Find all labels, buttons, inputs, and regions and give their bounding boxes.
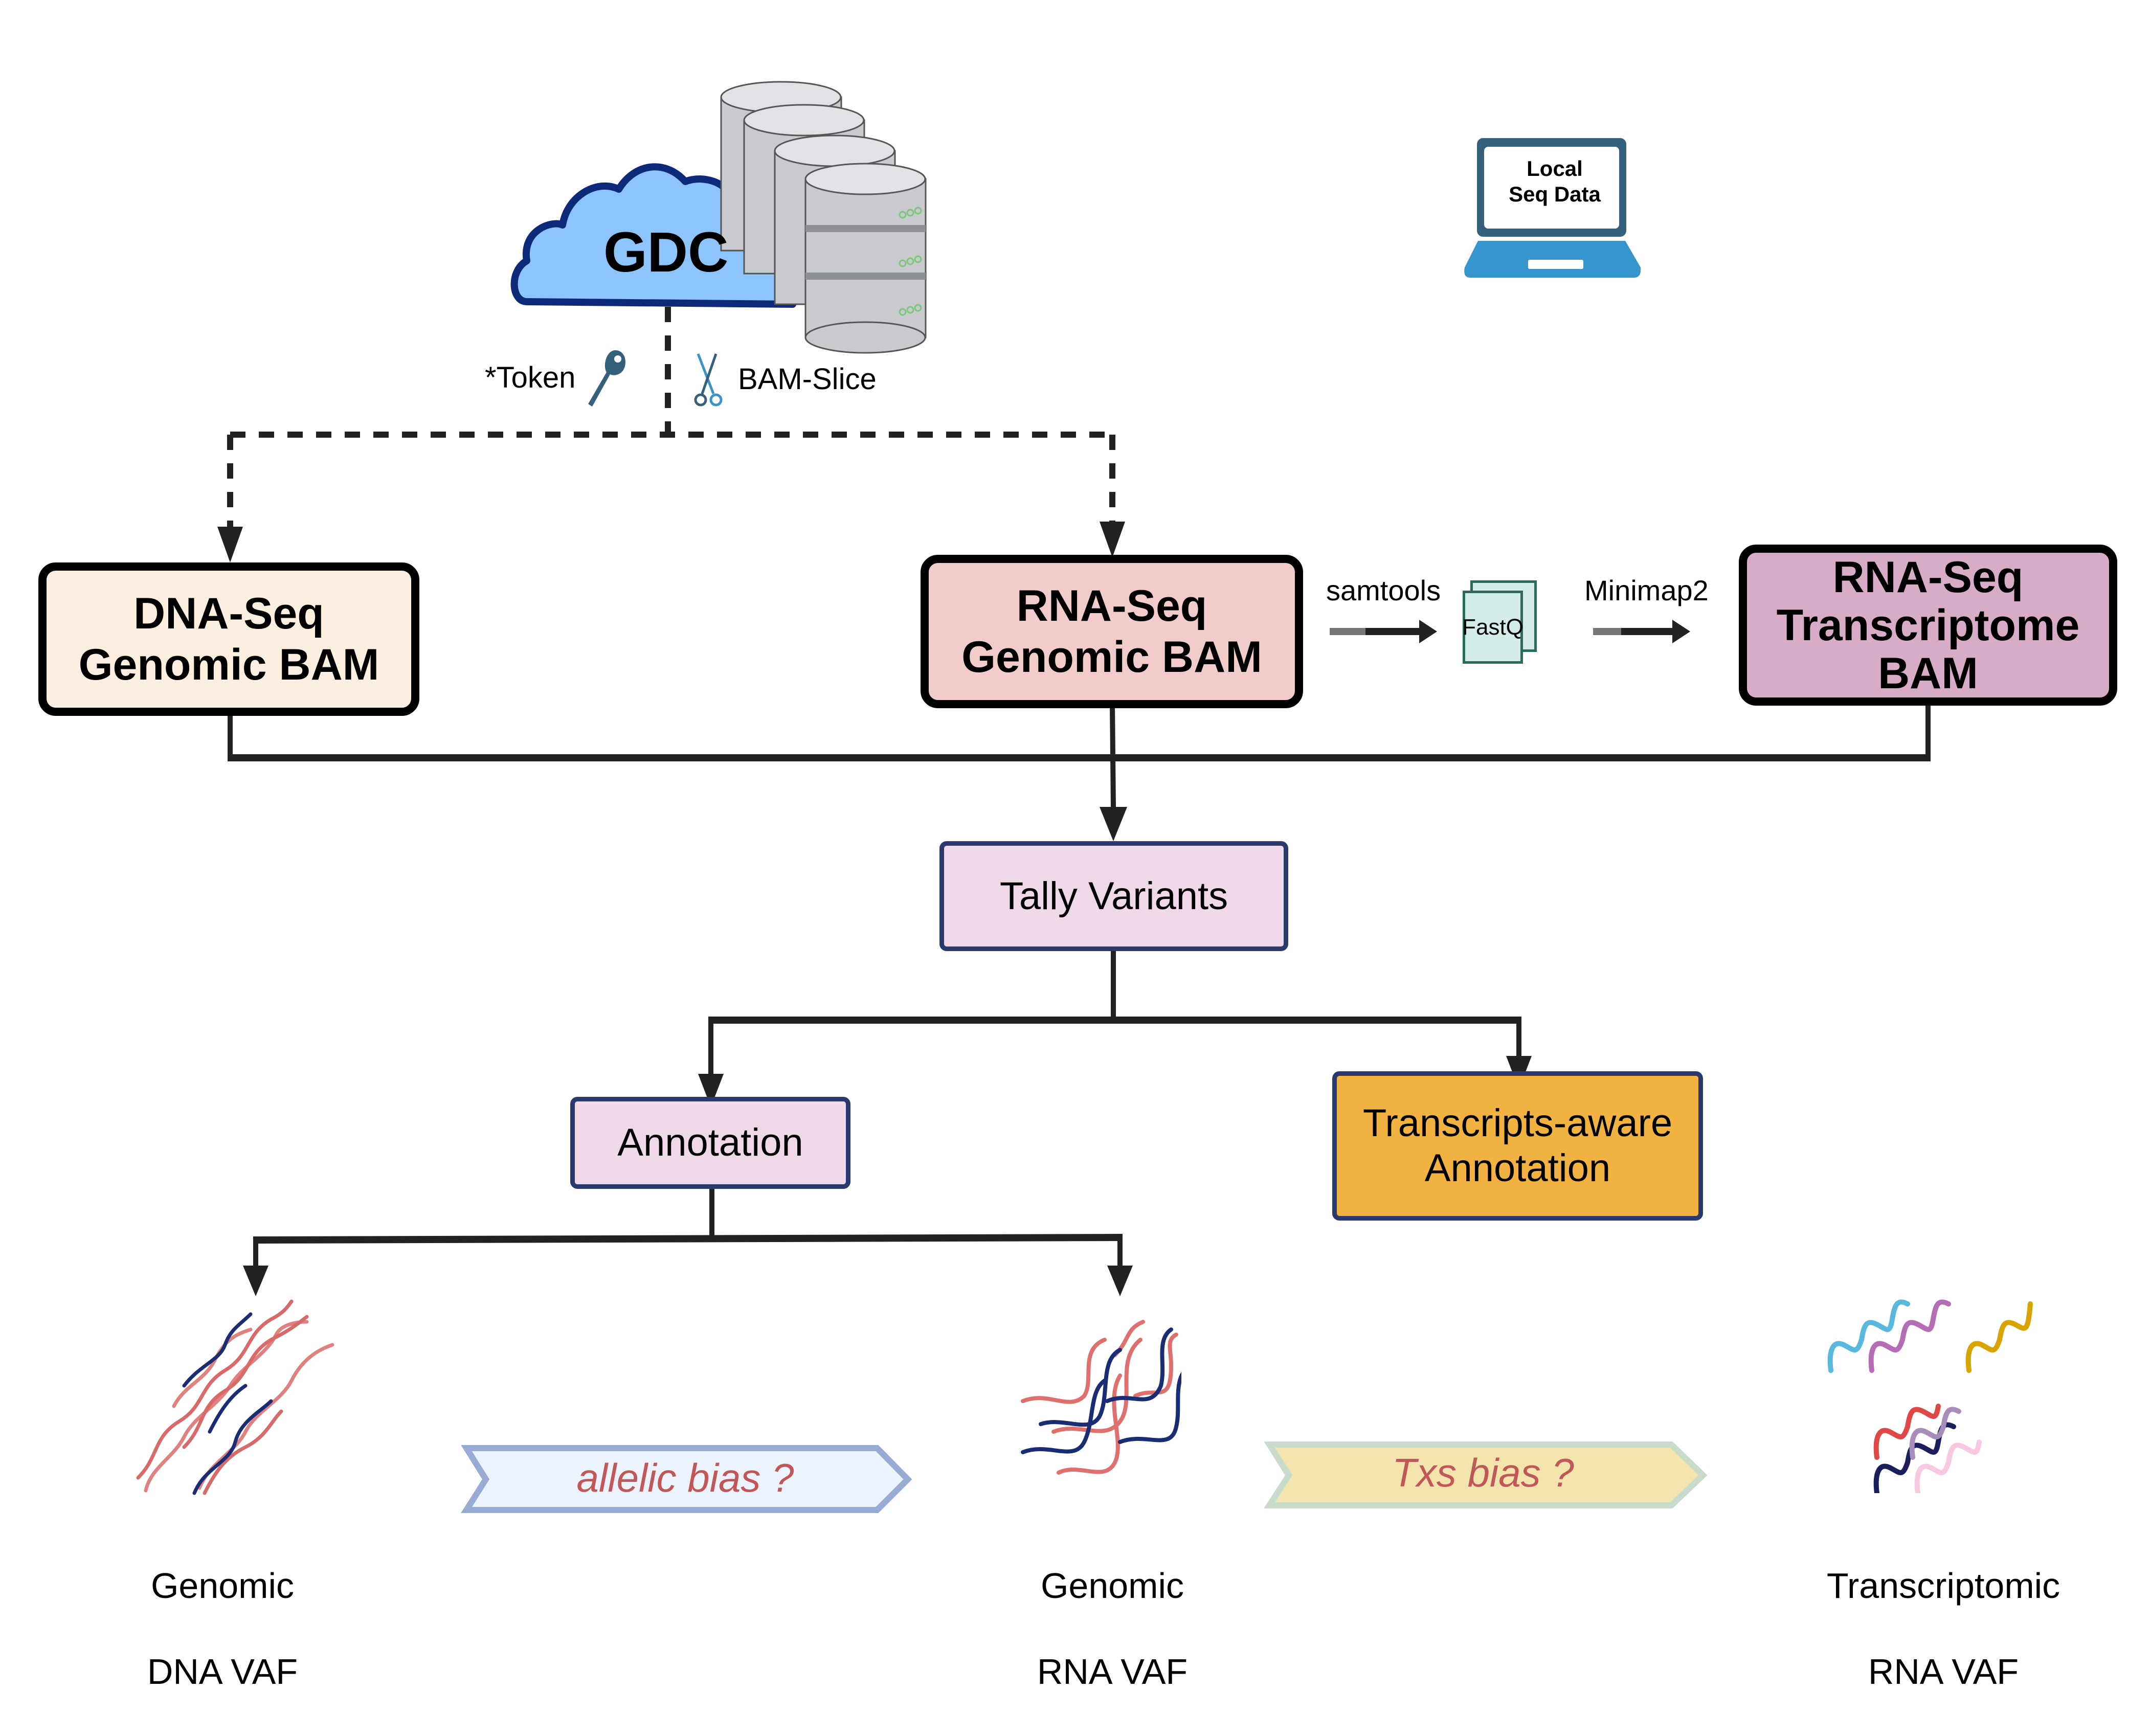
arrowhead-rna xyxy=(1100,522,1125,557)
transcripts-aware-annotation-box[interactable]: Transcripts-aware Annotation xyxy=(1332,1071,1703,1221)
merge-connector xyxy=(228,701,1931,808)
gdc-cloud-database-icon xyxy=(510,81,927,354)
allelic-bias-chevron xyxy=(461,1445,912,1513)
dna-vaf-line2: DNA VAF xyxy=(147,1652,298,1692)
rna-tx-bam-line1: RNA-Seq xyxy=(1832,552,2024,602)
tx-annotation-line1: Transcripts-aware xyxy=(1362,1101,1673,1145)
samtools-arrow xyxy=(1330,620,1437,643)
arrowhead-dna xyxy=(217,527,243,562)
database-icon xyxy=(720,81,927,354)
rna-strands-icon xyxy=(1021,1320,1181,1475)
arrowhead-tally xyxy=(1100,807,1127,841)
dna-helix-icon xyxy=(136,1299,334,1495)
genomic-rna-vaf-label: Genomic RNA VAF xyxy=(1010,1521,1215,1736)
fastq-label: FastQ xyxy=(1462,614,1523,640)
arrowhead-annotation xyxy=(698,1074,724,1107)
txs-bias-chevron xyxy=(1263,1441,1708,1508)
local-label-line2: Seq Data xyxy=(1509,182,1601,206)
gdc-dashed-connector xyxy=(227,307,1115,527)
tx-annotation-line2: Annotation xyxy=(1424,1146,1611,1190)
fastq-file-icon: FastQ xyxy=(1462,591,1523,664)
genomic-dna-vaf-label: Genomic DNA VAF xyxy=(120,1521,325,1736)
txs-bias-label: Txs bias ? xyxy=(1392,1450,1574,1495)
rna-genomic-bam-line2: Genomic BAM xyxy=(961,633,1262,682)
dna-seq-genomic-bam-box[interactable]: DNA-Seq Genomic BAM xyxy=(38,562,419,716)
local-label-line1: Local xyxy=(1527,156,1583,181)
rna-tx-bam-line2: Transcriptome xyxy=(1776,600,2080,650)
key-icon xyxy=(588,350,625,407)
rna-vaf-line2: RNA VAF xyxy=(1037,1652,1188,1692)
rna-seq-transcriptome-bam-box[interactable]: RNA-Seq Transcriptome BAM xyxy=(1739,545,2117,706)
annotation-box[interactable]: Annotation xyxy=(570,1097,850,1189)
minimap-arrow xyxy=(1593,620,1690,643)
connectors xyxy=(217,307,1931,1513)
dna-bam-line1: DNA-Seq xyxy=(133,589,324,638)
tx-vaf-line1: Transcriptomic xyxy=(1826,1566,2060,1606)
annotation-label: Annotation xyxy=(617,1121,803,1164)
arrowhead-dna-vaf xyxy=(243,1266,268,1296)
rna-seq-genomic-bam-box[interactable]: RNA-Seq Genomic BAM xyxy=(921,555,1303,708)
rna-genomic-bam-line1: RNA-Seq xyxy=(1016,581,1207,630)
dna-bam-line2: Genomic BAM xyxy=(78,640,379,689)
tally-variants-label: Tally Variants xyxy=(999,874,1228,918)
rna-vaf-line1: Genomic xyxy=(1040,1566,1184,1606)
arrowhead-rna-vaf xyxy=(1107,1266,1133,1296)
annotation-split-connector xyxy=(253,1186,1123,1268)
tally-variants-box[interactable]: Tally Variants xyxy=(939,841,1288,951)
rna-tx-bam-line3: BAM xyxy=(1878,648,1978,698)
gdc-label: GDC xyxy=(603,221,729,284)
transcriptomic-rna-vaf-label: Transcriptomic RNA VAF xyxy=(1790,1521,2097,1736)
allelic-bias-label: allelic bias ? xyxy=(576,1455,794,1500)
token-label: *Token xyxy=(485,361,576,394)
scissors-icon xyxy=(694,353,723,407)
local-seq-data-label: Local Seq Data xyxy=(1483,156,1626,207)
transcript-strands-icon xyxy=(1827,1299,2033,1493)
tx-vaf-line2: RNA VAF xyxy=(1868,1652,2019,1692)
minimap2-label: Minimap2 xyxy=(1584,574,1709,606)
bam-slice-label: BAM-Slice xyxy=(738,363,877,396)
tally-split-connector xyxy=(708,949,1521,1079)
laptop-icon xyxy=(1464,138,1641,278)
samtools-label: samtools xyxy=(1326,574,1441,606)
dna-vaf-line1: Genomic xyxy=(150,1566,295,1606)
